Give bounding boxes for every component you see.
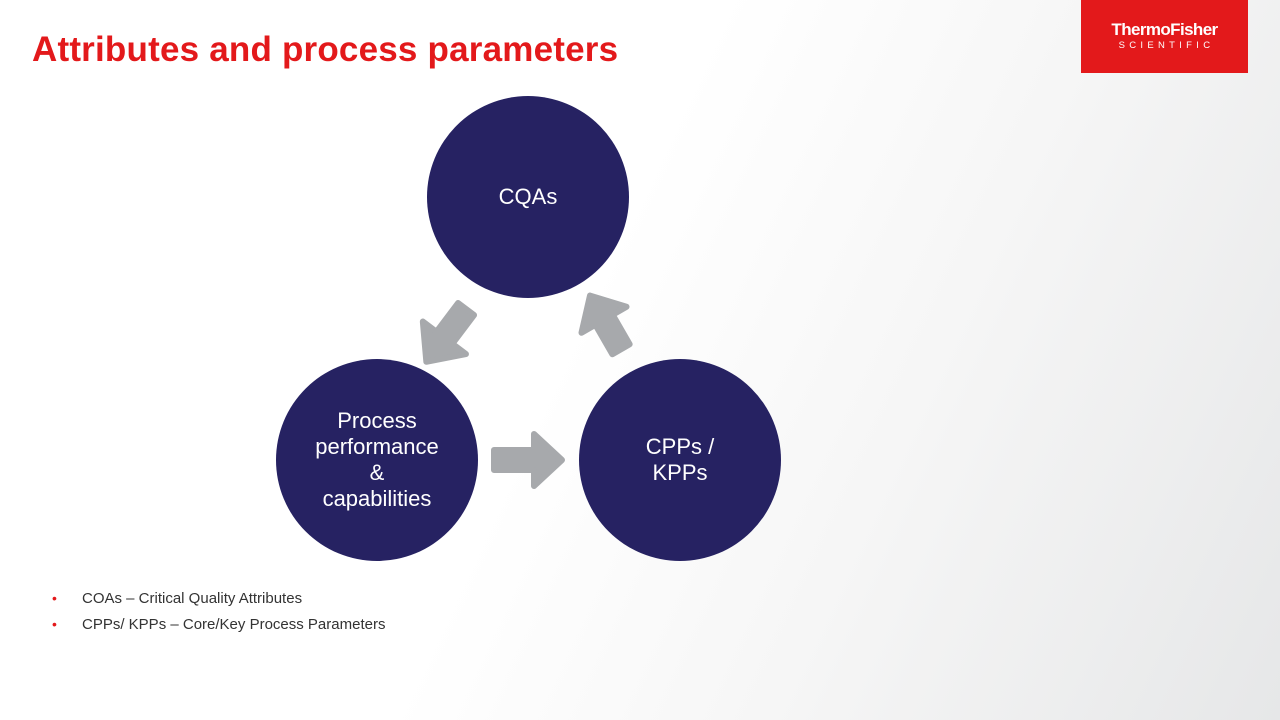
arrow-process-to-cpps bbox=[491, 431, 565, 489]
logo-wordmark: ThermoFisher bbox=[1111, 20, 1218, 39]
thermo-fisher-logo: ThermoFisher SCIENTIFIC bbox=[1081, 0, 1248, 73]
arrow-cqas-to-process bbox=[419, 300, 478, 365]
node-process-label-line2: performance bbox=[315, 434, 439, 459]
node-process-performance: Process performance & capabilities bbox=[276, 359, 478, 561]
node-cpps-kpps: CPPs / KPPs bbox=[579, 359, 781, 561]
note-text: CPPs/ KPPs – Core/Key Process Parameters bbox=[82, 616, 386, 633]
bullet-dot: • bbox=[52, 590, 57, 606]
node-process-label-line3: & bbox=[369, 460, 385, 485]
slide-title: Attributes and process parameters bbox=[32, 30, 619, 69]
node-cqas-label: CQAs bbox=[498, 184, 558, 209]
notes-list: • COAs – Critical Quality Attributes • C… bbox=[52, 589, 385, 641]
arrow-cpps-to-cqas bbox=[578, 292, 633, 358]
node-process-label-line1: Process bbox=[337, 408, 417, 433]
bullet-dot: • bbox=[52, 616, 57, 632]
note-item: • CPPs/ KPPs – Core/Key Process Paramete… bbox=[52, 615, 385, 641]
node-cpps-label-line1: CPPs / bbox=[645, 434, 715, 459]
node-cqas: CQAs bbox=[427, 96, 629, 298]
node-process-label-line4: capabilities bbox=[322, 486, 432, 511]
logo-subtitle: SCIENTIFIC bbox=[1118, 40, 1215, 51]
node-cpps-label-line2: KPPs bbox=[652, 460, 708, 485]
note-text: COAs – Critical Quality Attributes bbox=[82, 590, 303, 607]
note-item: • COAs – Critical Quality Attributes bbox=[52, 589, 385, 615]
